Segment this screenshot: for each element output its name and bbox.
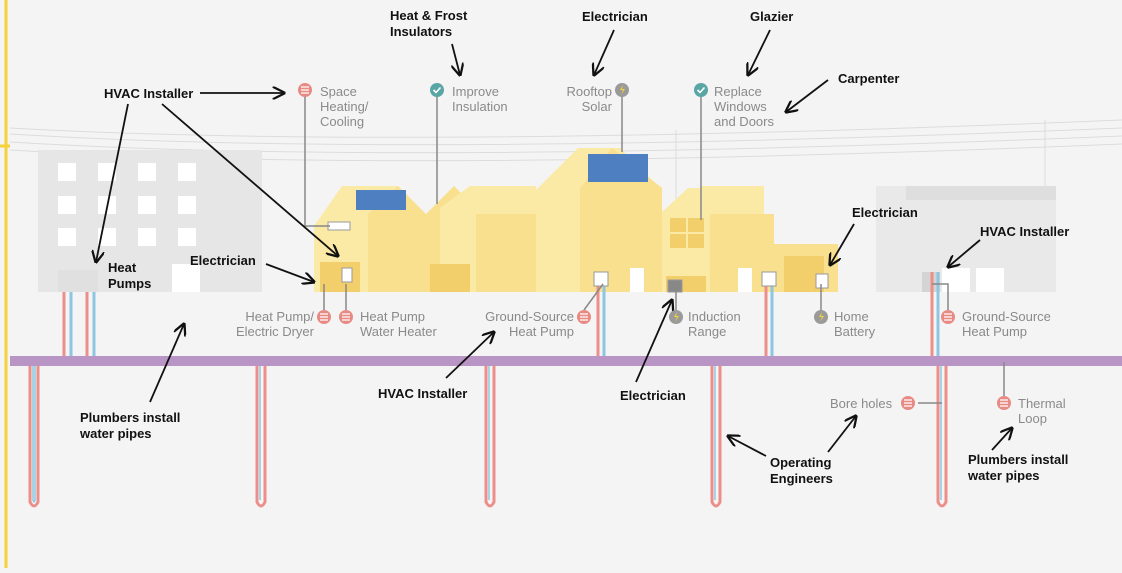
ground-source-heat-pump-label-1: Ground-Source Heat Pump (485, 309, 574, 339)
solar-panel-1 (356, 190, 406, 210)
heat-wave-icon (997, 396, 1011, 410)
improve-insulation-label: Improve Insulation (452, 84, 508, 114)
space-heating-label: Space Heating/ Cooling (320, 84, 369, 129)
lightning-icon (669, 310, 683, 324)
annotation-hvac-installer-3: HVAC Installer (378, 386, 468, 401)
heat-wave-icon (901, 396, 915, 410)
thermal-loop-label: Thermal Loop (1018, 396, 1066, 426)
check-icon (430, 83, 444, 97)
apartment-building (38, 150, 262, 292)
heat-pump-water-heater-label: Heat Pump Water Heater (360, 309, 437, 339)
ground-line (10, 356, 1122, 366)
lightning-icon (615, 83, 629, 97)
home-battery-label: Home Battery (834, 309, 876, 339)
heat-wave-icon (317, 310, 331, 324)
annotation-hvac-installer-2: HVAC Installer (980, 224, 1070, 239)
solar-panel-2 (588, 154, 648, 182)
annotation-carpenter: Carpenter (838, 71, 900, 86)
ground-source-heat-pump-label-2: Ground-Source Heat Pump (962, 309, 1051, 339)
annotation-hvac-installer-1: HVAC Installer (104, 86, 194, 101)
water-pipes (28, 270, 948, 508)
heat-wave-icon (941, 310, 955, 324)
heat-wave-icon (339, 310, 353, 324)
annotation-arrows (96, 29, 1012, 457)
induction-range-label: Induction Range (688, 309, 741, 339)
annotation-electrician-1: Electrician (582, 9, 648, 24)
heat-wave-icon (298, 83, 312, 97)
annotation-heat-frost-insulators: Heat & Frost Insulators (390, 8, 468, 39)
replace-windows-label: Replace Windows and Doors (714, 84, 774, 129)
heat-pump-dryer-label: Heat Pump/ Electric Dryer (235, 309, 314, 339)
annotation-glazier: Glazier (750, 9, 794, 24)
leader-lines (304, 96, 1005, 404)
heat-pumps-label: Heat Pumps (108, 260, 152, 291)
annotation-electrician-2: Electrician (190, 253, 256, 268)
rooftop-solar-label: Rooftop Solar (566, 84, 612, 114)
heat-wave-icon (577, 310, 591, 324)
annotation-operating-engineers: Operating Engineers (770, 455, 833, 486)
check-icon (694, 83, 708, 97)
annotation-electrician-3: Electrician (852, 205, 918, 220)
bore-holes-label: Bore holes (830, 396, 893, 411)
annotation-plumbers-1: Plumbers install water pipes (80, 410, 181, 441)
houses (314, 148, 838, 292)
annotation-plumbers-2: Plumbers install water pipes (968, 452, 1069, 483)
right-building (876, 186, 1056, 292)
lightning-icon (814, 310, 828, 324)
annotation-electrician-4: Electrician (620, 388, 686, 403)
